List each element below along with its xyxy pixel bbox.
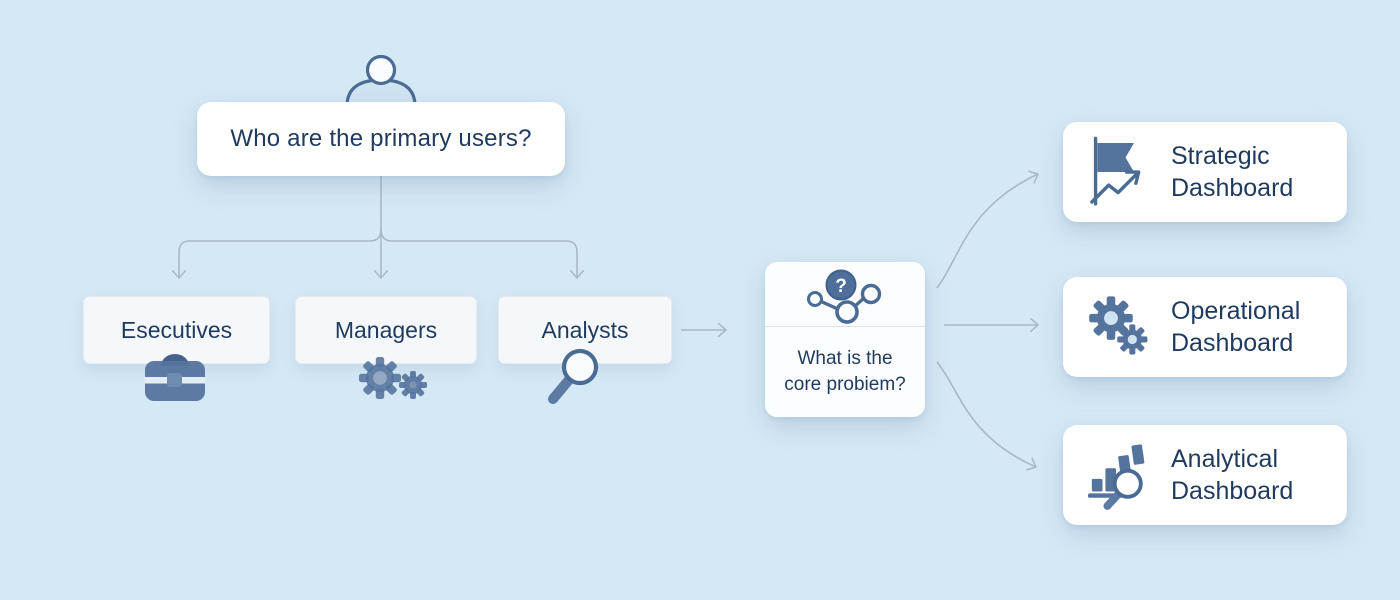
dashboard-node-analytical: Analytical Dashboard — [1063, 425, 1347, 525]
root-question-label: Who are the primary users? — [230, 125, 532, 152]
dashboard-strategic-line1: Strategic — [1171, 142, 1270, 170]
magnifier-icon — [548, 348, 599, 404]
flag-trend-icon — [1087, 133, 1151, 211]
dashboard-analytical-line1: Analytical — [1171, 445, 1278, 473]
briefcase-icon — [145, 354, 205, 401]
user-label-executives: Esecutives — [120, 316, 233, 343]
core-question-icon-panel: ? — [765, 262, 925, 327]
svg-text:?: ? — [835, 276, 847, 297]
dashboard-strategic-line2: Dashboard — [1171, 174, 1294, 202]
dashboard-node-operational: Operational Dashboard — [1063, 277, 1347, 377]
core-question-line1: What is the — [797, 348, 893, 369]
root-question-node: Who are the primary users? — [197, 102, 565, 176]
core-question-label: What is the core probiem? — [765, 327, 925, 417]
dashboard-label-operational: Operational Dashboard — [1171, 295, 1300, 359]
question-network-icon: ? — [807, 269, 882, 324]
gears-icon — [1087, 294, 1151, 360]
dashboard-operational-line1: Operational — [1171, 297, 1301, 325]
user-label-analysts: Analysts — [541, 316, 629, 343]
user-label-managers: Managers — [334, 316, 438, 343]
dashboard-node-strategic: Strategic Dashboard — [1063, 122, 1347, 222]
branch-line-left — [171, 228, 382, 279]
branch-line-right — [380, 228, 585, 279]
arrow-core-to-analytical — [936, 361, 1037, 471]
dashboard-analytical-line2: Dashboard — [1171, 477, 1294, 505]
arrow-core-to-strategic — [936, 170, 1039, 289]
core-question-node: ? What is the core probiem? — [765, 262, 925, 417]
dashboard-label-strategic: Strategic Dashboard — [1171, 140, 1293, 204]
user-node-managers: Managers — [295, 296, 477, 364]
person-icon — [345, 54, 417, 108]
user-node-executives: Esecutives — [83, 296, 270, 364]
bar-chart-magnifier-icon — [1087, 439, 1151, 511]
dashboard-label-analytical: Analytical Dashboard — [1171, 443, 1293, 507]
dashboard-operational-line2: Dashboard — [1171, 329, 1294, 357]
gears-icon — [359, 357, 427, 399]
core-question-line2: core probiem? — [784, 374, 906, 395]
